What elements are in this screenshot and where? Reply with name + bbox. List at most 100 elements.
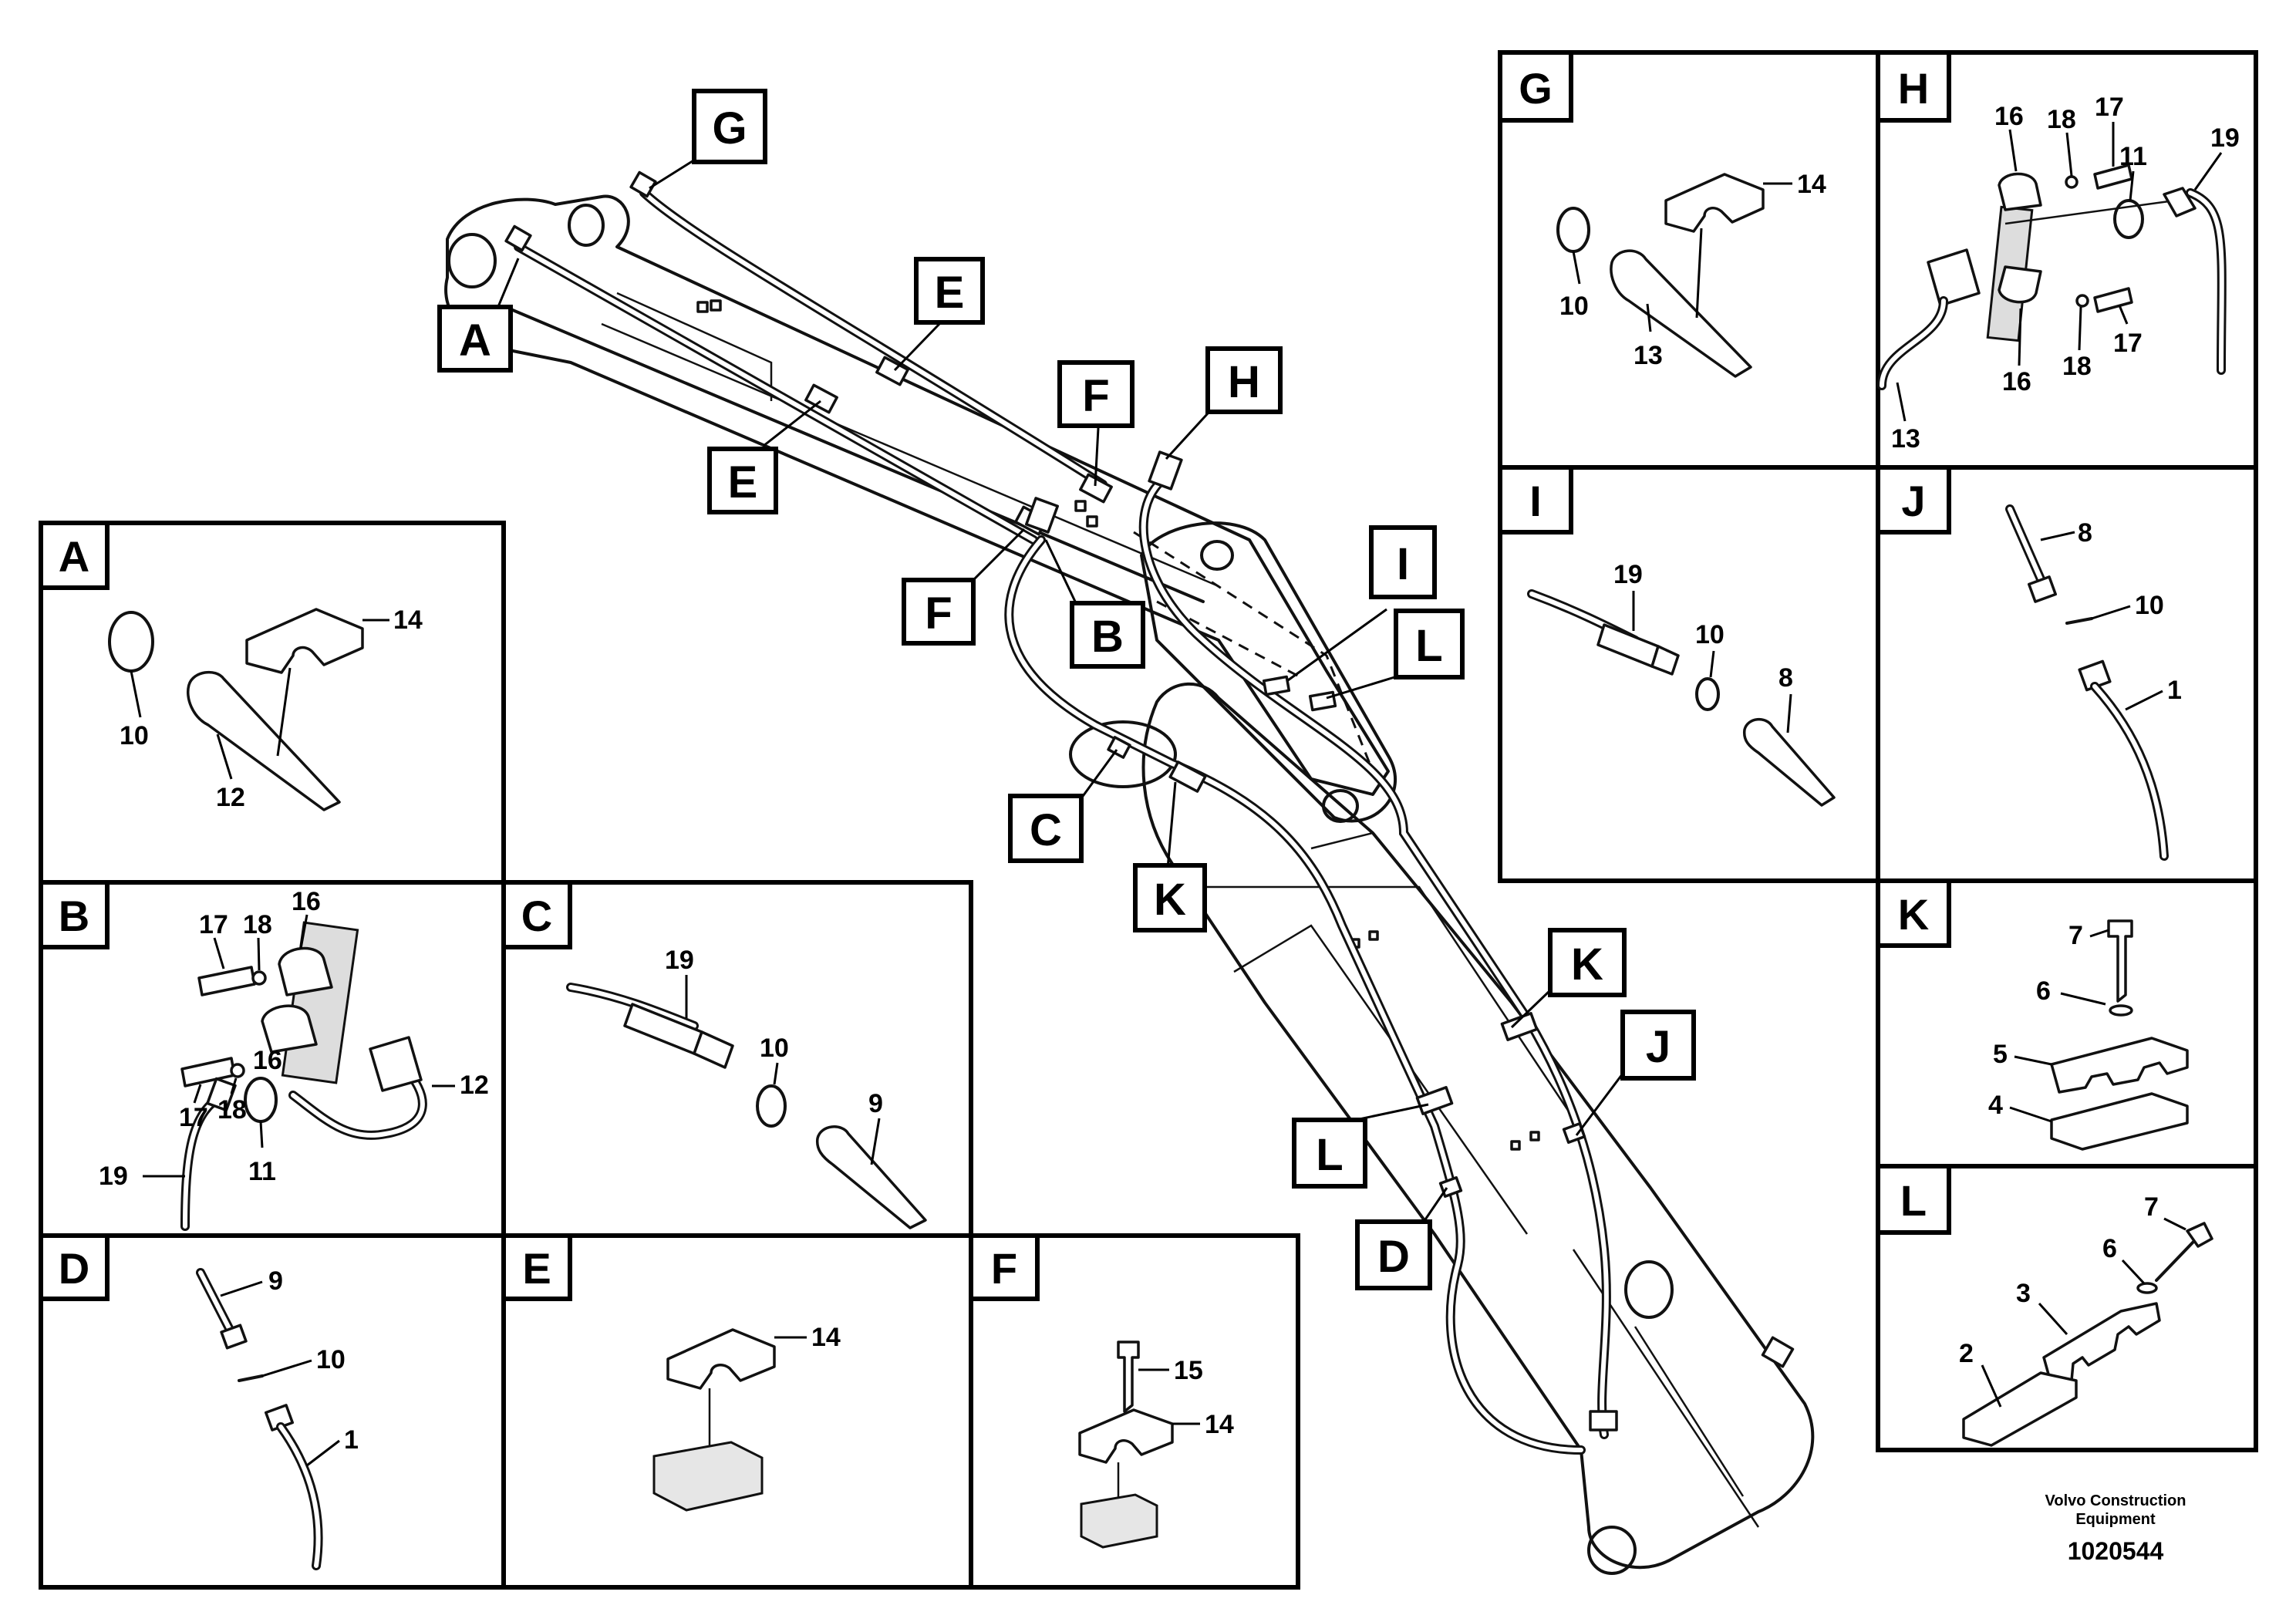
svg-text:6: 6 [2036, 976, 2051, 1006]
o-ring-icon [2113, 199, 2144, 239]
svg-text:18: 18 [2047, 105, 2076, 134]
o-ring-icon [1695, 677, 1720, 711]
svg-text:H: H [1898, 64, 1929, 113]
tag-F: F [902, 578, 976, 646]
svg-text:11: 11 [248, 1157, 276, 1186]
tag-B: B [1070, 601, 1145, 669]
clamp-half-icon [1998, 172, 2042, 211]
svg-text:10: 10 [316, 1345, 346, 1374]
flange-icon [369, 1036, 423, 1092]
tag-K: K [1133, 863, 1207, 932]
o-ring-icon [108, 611, 154, 673]
detail-panel-L: L 7 6 3 2 [1876, 1164, 2258, 1452]
clamp-half-icon [666, 1328, 776, 1390]
detail-panel-F: F 15 14 [969, 1233, 1300, 1590]
svg-text:9: 9 [268, 1266, 283, 1296]
svg-text:A: A [59, 532, 89, 581]
svg-text:9: 9 [868, 1089, 883, 1118]
svg-text:14: 14 [811, 1323, 841, 1352]
detail-panel-B: B 17 18 16 17 18 16 12 19 11 [39, 880, 506, 1238]
clamp-half-icon [1998, 265, 2042, 304]
o-ring-icon [244, 1077, 278, 1123]
svg-text:B: B [59, 892, 89, 940]
svg-text:18: 18 [243, 910, 272, 939]
tag-L: L [1292, 1118, 1367, 1189]
svg-text:A: A [459, 315, 491, 366]
main-tag-leaders [492, 149, 1629, 1227]
svg-text:I: I [1529, 477, 1542, 525]
pipe-end-icon [1610, 249, 1752, 378]
detail-panel-J: J 8 10 1 [1876, 465, 2258, 883]
svg-text:18: 18 [217, 1095, 247, 1125]
tag-I: I [1369, 525, 1437, 599]
svg-text:5: 5 [1993, 1040, 2008, 1069]
svg-text:11: 11 [2119, 142, 2147, 171]
detail-panel-I: I 19 10 8 [1498, 465, 1880, 883]
tag-K: K [1548, 928, 1627, 997]
detail-panel-A: A 14 10 12 [39, 521, 506, 885]
pipe-end-icon [1742, 718, 1836, 807]
tag-E: E [707, 447, 778, 514]
svg-text:E: E [522, 1244, 551, 1293]
svg-text:6: 6 [2102, 1234, 2117, 1263]
svg-text:12: 12 [460, 1071, 489, 1100]
svg-text:16: 16 [2002, 367, 2031, 396]
flange-icon [1927, 248, 1981, 307]
svg-text:7: 7 [2068, 921, 2083, 950]
svg-text:C: C [521, 892, 552, 940]
svg-text:G: G [1519, 64, 1553, 113]
detail-panel-K: K 7 6 5 4 [1876, 878, 2258, 1168]
bolt-icon [1117, 1340, 1140, 1413]
clamp-half-icon [278, 946, 333, 996]
svg-text:18: 18 [2062, 352, 2092, 381]
detail-panel-D: D 9 10 1 [39, 1233, 506, 1590]
svg-text:17: 17 [199, 910, 228, 939]
svg-text:19: 19 [665, 946, 694, 975]
detail-panel-H: H 16 18 17 11 19 17 16 18 13 [1876, 50, 2258, 470]
pipe-end-icon [815, 1125, 927, 1229]
svg-text:J: J [1901, 477, 1925, 525]
hose-nut-icon [693, 1030, 734, 1069]
o-ring-icon [756, 1084, 787, 1128]
o-ring-icon [1556, 207, 1590, 253]
clamp-lower-icon [2050, 1092, 2189, 1151]
detail-panel-E: E 14 [501, 1233, 973, 1590]
tag-G: G [692, 89, 767, 164]
tag-C: C [1008, 794, 1084, 863]
svg-text:16: 16 [1994, 102, 2024, 131]
svg-text:10: 10 [1695, 620, 1725, 649]
detail-panel-G: G 14 10 13 [1498, 50, 1880, 470]
svg-text:K: K [1571, 939, 1603, 990]
svg-text:10: 10 [2135, 591, 2164, 620]
svg-text:19: 19 [99, 1162, 128, 1191]
svg-text:F: F [991, 1244, 1017, 1293]
svg-text:8: 8 [2078, 518, 2092, 548]
pipe-end-icon [187, 670, 341, 811]
svg-text:16: 16 [292, 887, 321, 916]
svg-text:H: H [1228, 357, 1260, 407]
svg-text:C: C [1030, 805, 1062, 855]
svg-text:3: 3 [2016, 1279, 2031, 1308]
svg-text:J: J [1646, 1022, 1671, 1072]
svg-text:E: E [935, 268, 965, 318]
document-number: 1020544 [2068, 1537, 2164, 1565]
bracket-block-icon [1080, 1493, 1158, 1549]
svg-text:14: 14 [393, 605, 423, 635]
svg-text:L: L [1415, 621, 1442, 671]
tag-D: D [1355, 1219, 1432, 1290]
svg-text:F: F [1082, 371, 1109, 421]
footer-brand: Volvo Construction Equipment 1020544 [2045, 1492, 2186, 1565]
svg-text:15: 15 [1174, 1356, 1203, 1385]
tag-J: J [1620, 1010, 1696, 1081]
detail-panel-C: C 19 10 9 [501, 880, 973, 1238]
svg-text:E: E [728, 457, 758, 508]
tag-E: E [914, 257, 985, 325]
svg-text:14: 14 [1797, 170, 1826, 199]
clamp-lower-icon [1962, 1371, 2078, 1447]
bolt-icon [2107, 919, 2133, 1003]
svg-text:13: 13 [1891, 424, 1920, 454]
brand-line-1: Volvo Construction [2045, 1492, 2186, 1509]
bolt-icon [197, 966, 256, 996]
svg-text:D: D [1377, 1232, 1410, 1282]
tag-F: F [1057, 360, 1135, 428]
